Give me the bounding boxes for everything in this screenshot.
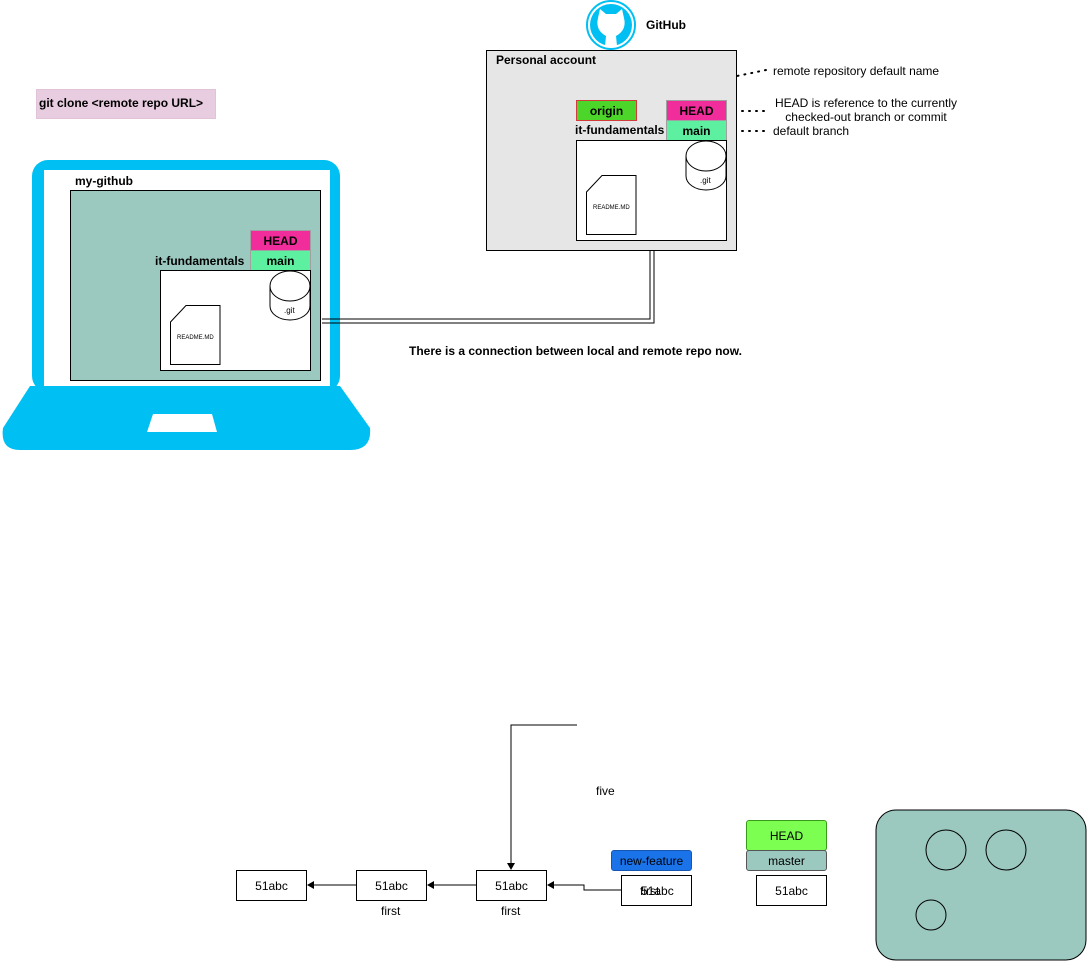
commit-4-overlap-label: first: [640, 884, 660, 898]
personal-account-label: Personal account: [496, 53, 597, 67]
remote-default-annotation: remote repository default name: [773, 64, 940, 78]
local-machine-label: my-github: [75, 174, 133, 188]
arrow-heads: [307, 863, 554, 889]
local-main-branch: main: [250, 250, 311, 271]
commit-node-2: 51abc: [356, 870, 427, 901]
clone-command-box: git clone <remote repo URL>: [36, 89, 216, 119]
remote-head-badge: HEAD: [666, 100, 727, 121]
commit-node-3: 51abc: [476, 870, 547, 901]
teal-panel: [875, 809, 1087, 961]
clone-command-text: git clone <remote repo URL>: [39, 96, 204, 110]
commit-2-label: first: [381, 904, 401, 918]
commit-node-5: 51abc: [756, 875, 827, 906]
commit-head-badge: HEAD: [746, 820, 827, 851]
local-git-db-icon: [269, 270, 311, 321]
master-branch-badge: master: [746, 850, 827, 871]
remote-git-label: .git: [700, 176, 711, 185]
commit-node-4: [621, 875, 692, 906]
connection-line: [322, 241, 655, 324]
local-git-label: .git: [284, 306, 295, 315]
remote-repo-name: it-fundamentals: [575, 123, 665, 137]
local-readme-file-icon: [170, 305, 221, 365]
head-ref-annotation: HEAD is reference to the currently check…: [774, 96, 958, 124]
connection-note: There is a connection between local and …: [409, 344, 742, 358]
commit-3-label: first: [501, 904, 521, 918]
local-head-badge: HEAD: [250, 230, 311, 251]
commit-4-hash: 51abc: [641, 884, 674, 898]
github-logo-icon: [586, 0, 636, 50]
remote-main-branch: main: [666, 120, 727, 141]
remote-git-db-icon: [685, 140, 727, 191]
local-repo-name: it-fundamentals: [155, 254, 245, 268]
github-title: GitHub: [646, 18, 686, 32]
local-readme-label: README.MD: [177, 335, 214, 341]
new-feature-branch: new-feature: [611, 850, 692, 871]
commit-arrows: [313, 724, 621, 891]
five-label: five: [596, 784, 615, 798]
remote-readme-file-icon: [586, 175, 637, 235]
remote-readme-label: README.MD: [593, 205, 630, 211]
default-branch-annotation: default branch: [773, 124, 850, 138]
commit-node-1: 51abc: [236, 870, 307, 901]
origin-badge: origin: [576, 100, 637, 121]
